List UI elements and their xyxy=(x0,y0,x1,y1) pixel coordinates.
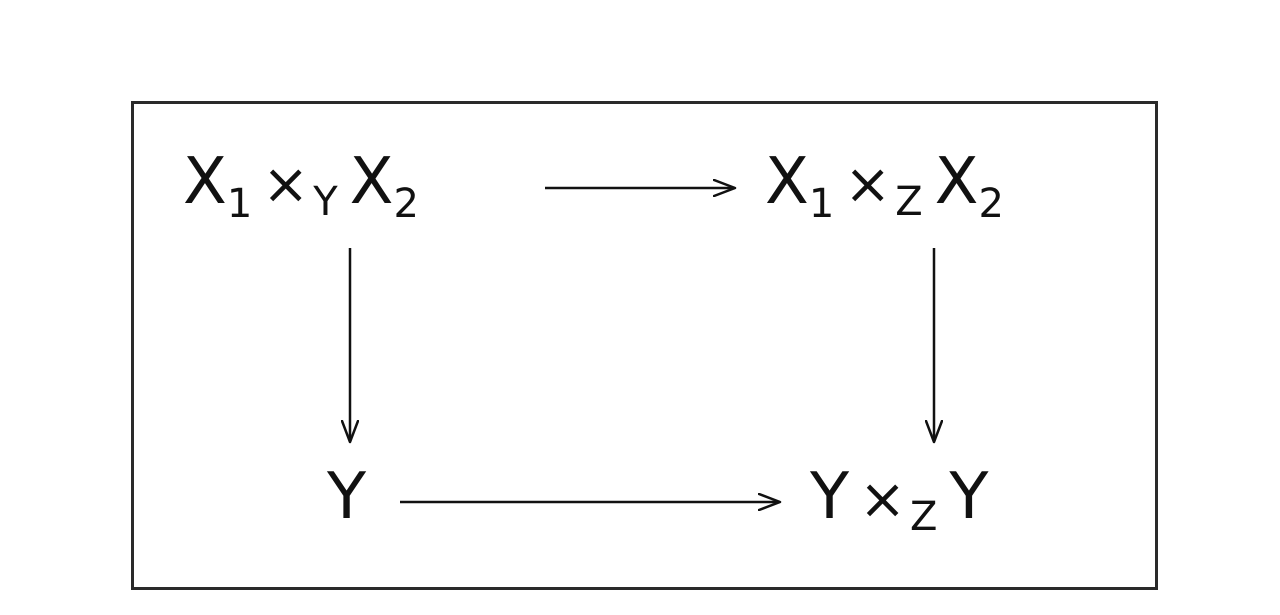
node-bottom-right-left-var: Y xyxy=(810,460,850,534)
diagram-frame xyxy=(131,101,1158,590)
node-top-left-left-var: X xyxy=(183,145,227,219)
node-top-right-right-sub: 2 xyxy=(978,181,1004,227)
node-top-left-right-sub: 2 xyxy=(393,181,419,227)
node-bottom-left-var: Y xyxy=(327,460,367,534)
node-bottom-right-right-var: Y xyxy=(949,460,989,534)
node-top-left-left-sub: 1 xyxy=(226,181,253,227)
node-bottom-right-op: × xyxy=(859,467,907,532)
node-top-right-left-var: X xyxy=(765,145,809,219)
node-top-right-left-sub: 1 xyxy=(808,181,835,227)
node-bottom-right-index: Z xyxy=(910,494,938,540)
node-top-right-op: × xyxy=(844,152,892,217)
node-bottom-left: Y xyxy=(327,465,366,529)
node-top-right-index: Z xyxy=(895,179,923,225)
node-top-right-right-var: X xyxy=(934,145,979,219)
node-top-left-right-var: X xyxy=(349,145,394,219)
node-top-left-index: Y xyxy=(313,179,338,225)
node-top-left-op: × xyxy=(262,152,310,217)
